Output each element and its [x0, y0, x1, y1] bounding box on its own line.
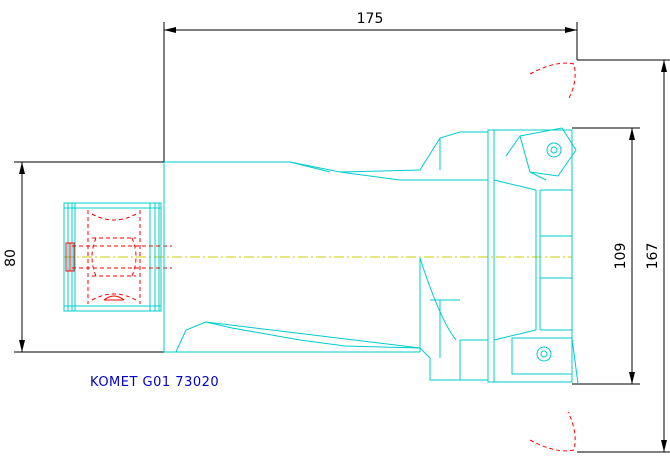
top-insert [505, 127, 577, 181]
dim-label-overall-length: 175 [357, 11, 384, 27]
dim-label-shank-diameter: 80 [3, 249, 19, 267]
dimension-overall-length: 175 [163, 11, 578, 162]
main-body [163, 129, 573, 383]
shank-end [63, 202, 162, 312]
cutting-edge-arcs [529, 62, 576, 452]
dimension-cutting-diameter: 167 [577, 59, 670, 453]
dim-label-cutting-diameter: 167 [645, 243, 661, 270]
drawing-caption: KOMET G01 73020 [90, 375, 219, 390]
dim-label-cutter-body: 109 [613, 243, 629, 270]
bottom-insert [511, 337, 579, 385]
dimension-shank-diameter: 80 [3, 161, 164, 353]
dimension-cutter-body: 109 [572, 127, 640, 385]
shank-hidden-features [65, 210, 172, 304]
